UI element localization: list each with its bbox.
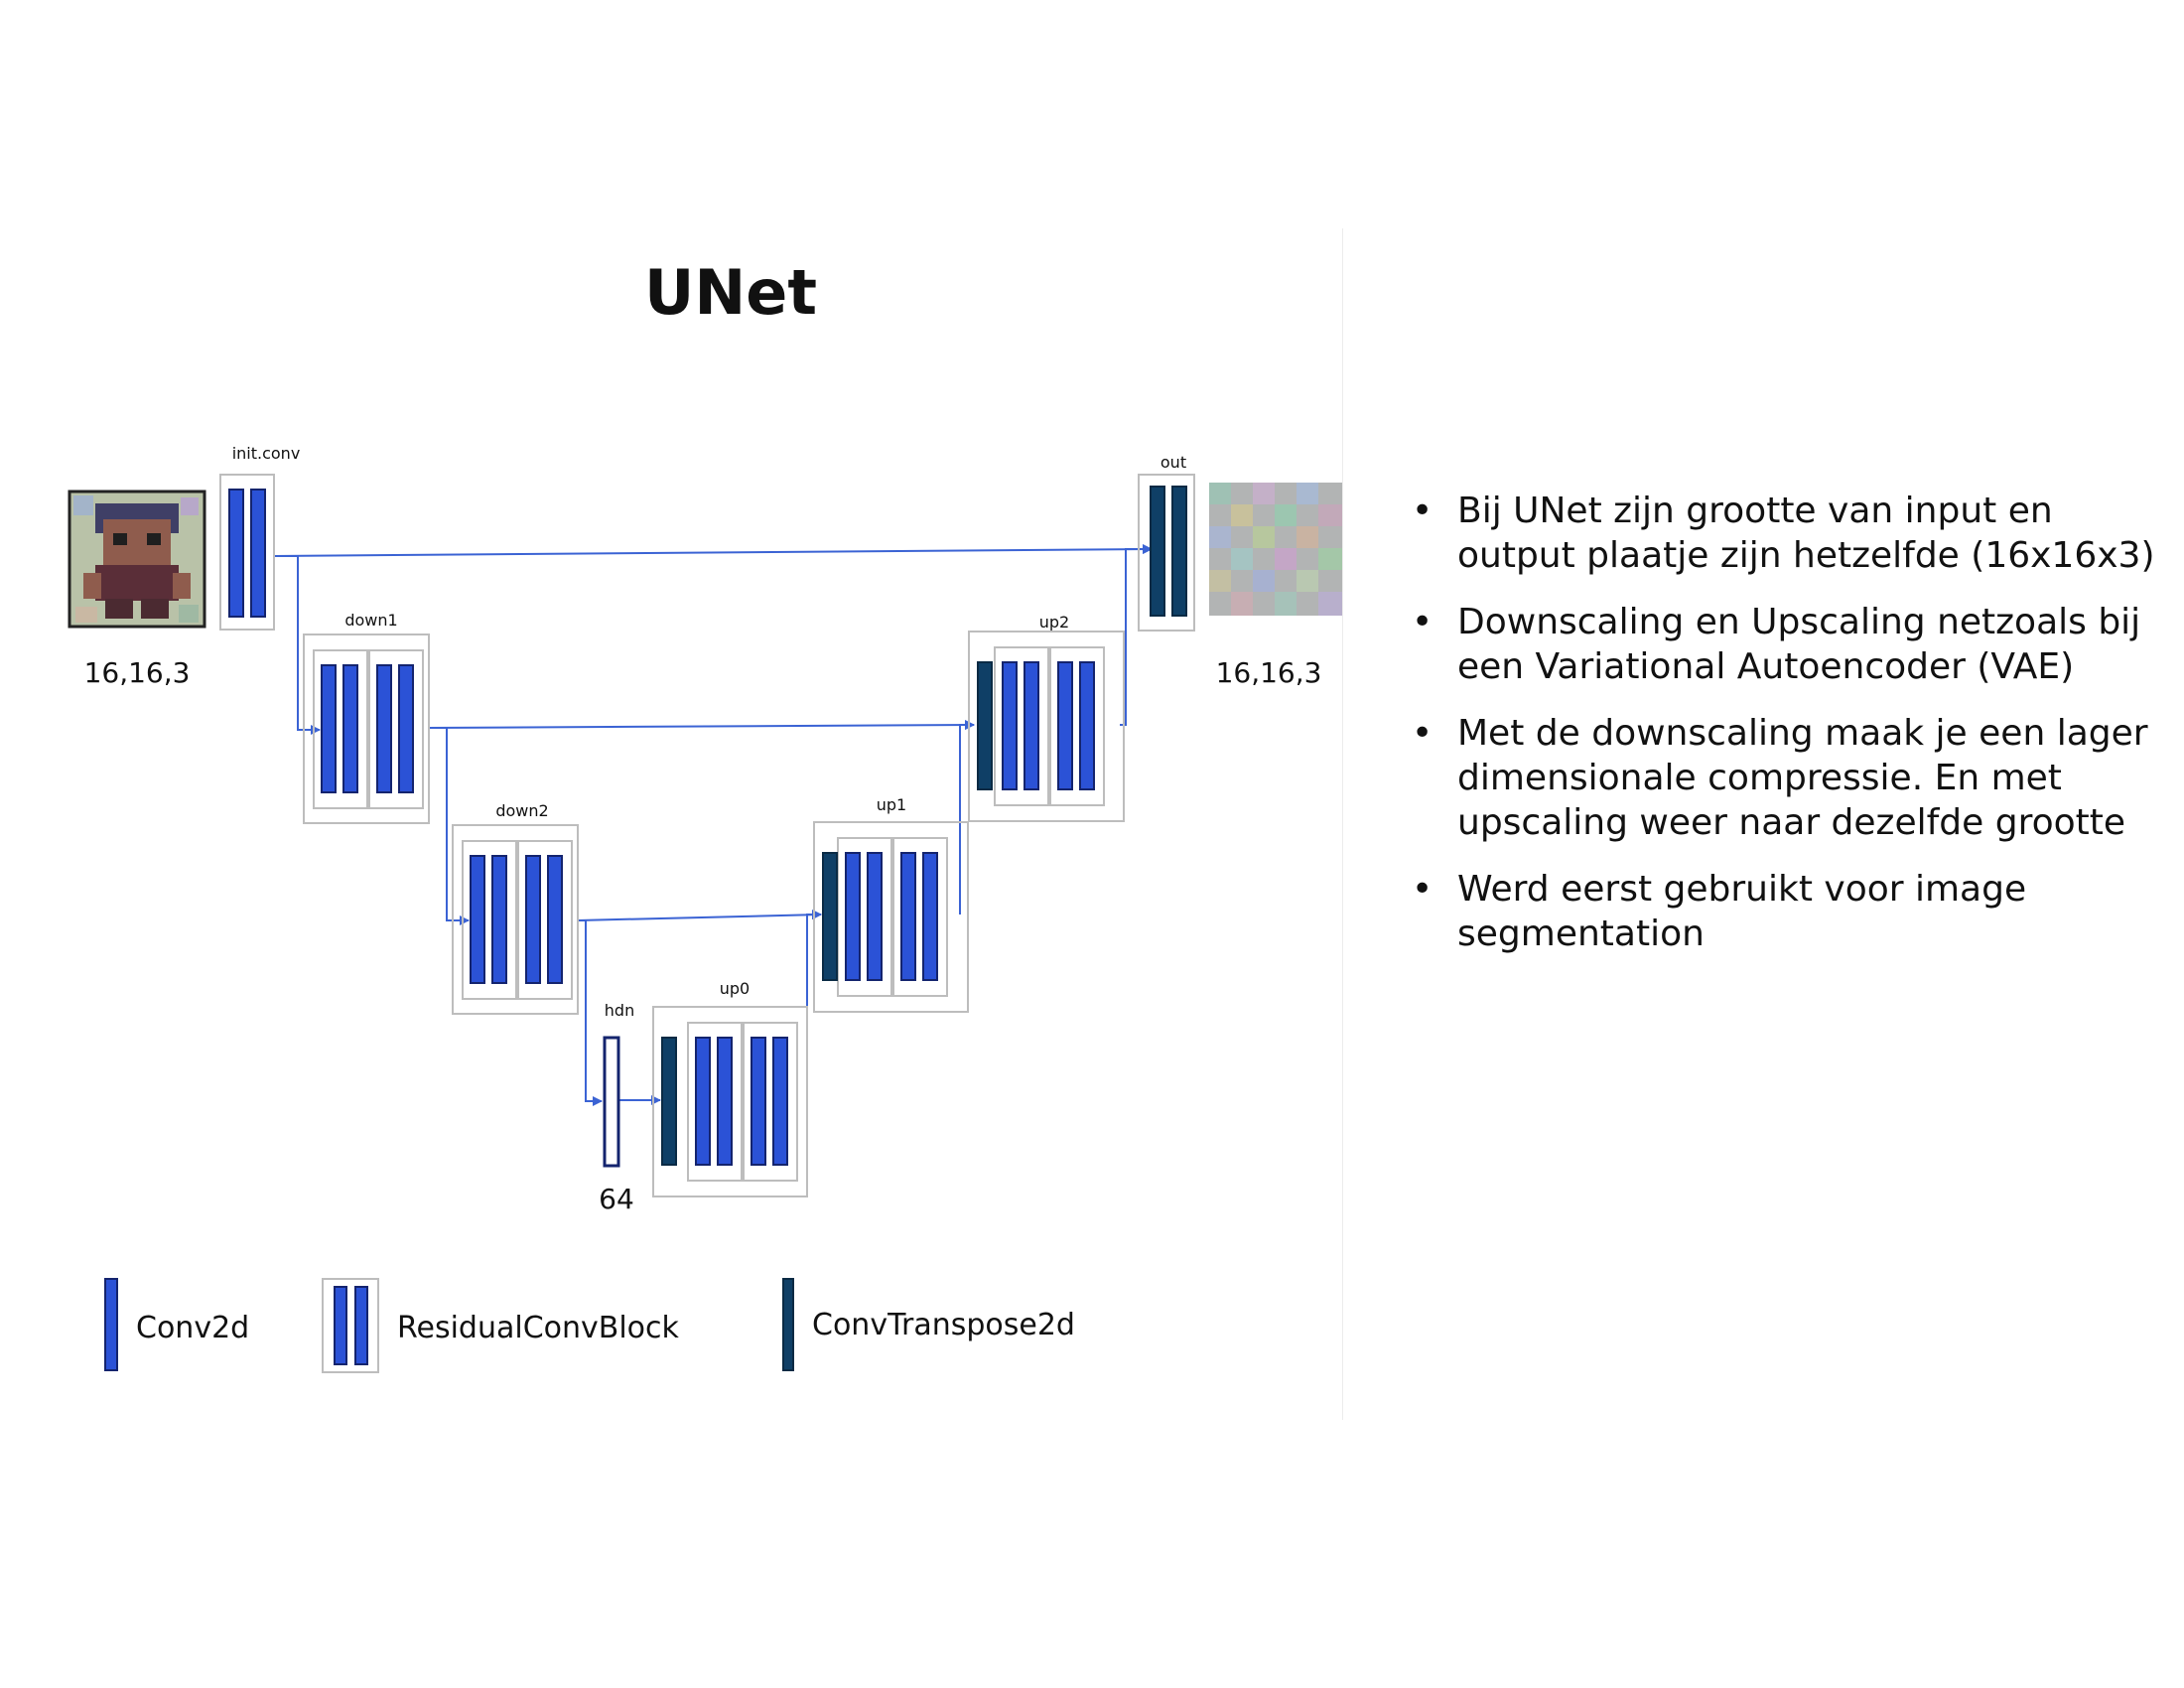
flow-down1-to-down2: [429, 727, 470, 925]
legend-convtranspose-label: ConvTranspose2d: [812, 1308, 1075, 1342]
hdn-label: hdn: [605, 1001, 634, 1020]
legend: Conv2d ResidualConvBlock ConvTranspose2d: [104, 1278, 1075, 1373]
legend-conv2d-label: Conv2d: [136, 1311, 249, 1345]
flow-down2-to-hdn: [578, 919, 603, 1106]
up0-block: [652, 1006, 808, 1197]
legend-conv2d-swatch: [104, 1278, 118, 1371]
diagram-title: UNet: [644, 256, 817, 329]
skip-init-to-out: [273, 544, 1153, 557]
input-shape-label: 16,16,3: [84, 656, 191, 689]
output-shape-label: 16,16,3: [1216, 656, 1322, 689]
init-conv-block: [219, 474, 275, 631]
skip-down1-to-up2: [428, 720, 975, 731]
out-label: out: [1160, 453, 1186, 472]
input-image: [68, 490, 206, 629]
output-image: [1209, 483, 1342, 616]
unet-diagram: UNet: [68, 256, 1342, 1373]
bullet-item: Met de downscaling maak je een lager dim…: [1410, 711, 2164, 845]
flow-init-to-down1: [274, 555, 321, 735]
hdn-dim-label: 64: [599, 1183, 634, 1215]
bullet-item: Werd eerst gebruikt voor image segmentat…: [1410, 867, 2164, 956]
legend-residual-label: ResidualConvBlock: [397, 1311, 680, 1345]
vertical-divider: [1342, 228, 1343, 1420]
up0-label: up0: [720, 979, 750, 998]
bullet-list: Bij UNet zijn grootte van input en outpu…: [1410, 489, 2164, 978]
up1-label: up1: [877, 795, 906, 814]
legend-convtranspose-swatch: [782, 1278, 794, 1371]
hdn-block: [603, 1036, 620, 1168]
init-conv-label: init.conv: [232, 444, 301, 463]
legend-residual-swatch: [322, 1278, 379, 1373]
bullet-item: Bij UNet zijn grootte van input en outpu…: [1410, 489, 2164, 578]
bullet-item: Downscaling en Upscaling netzoals bij ee…: [1410, 600, 2164, 689]
down2-label: down2: [495, 801, 548, 820]
down1-block: [303, 633, 430, 824]
out-block: [1138, 474, 1195, 632]
up2-label: up2: [1039, 613, 1069, 632]
down2-block: [452, 824, 579, 1015]
up1-block: [813, 821, 969, 1013]
skip-down2-to-up1: [577, 910, 822, 921]
down1-label: down1: [344, 611, 397, 630]
up2-block: [968, 631, 1125, 822]
